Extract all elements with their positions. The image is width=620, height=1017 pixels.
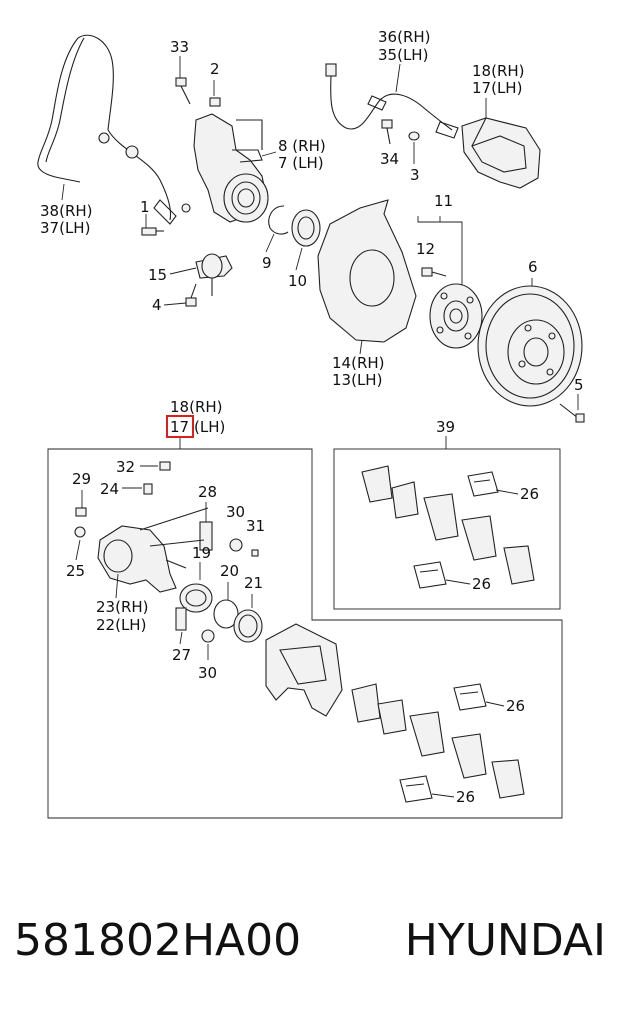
wheel-hub-11 — [429, 283, 483, 349]
callout-32: 32 — [116, 458, 135, 476]
nut-2 — [209, 97, 221, 107]
washer-3 — [408, 131, 420, 141]
callout-8: 8 (RH) — [278, 137, 326, 155]
callout-15: 15 — [148, 266, 167, 284]
callout-26-b: 26 — [472, 575, 491, 593]
callout-39: 39 — [436, 418, 455, 436]
abs-sensor-wire — [37, 34, 191, 225]
callout-12: 12 — [416, 240, 435, 258]
callout-27: 27 — [172, 646, 191, 664]
callout-19: 19 — [192, 544, 211, 562]
part-caption: 581802HA00 HYUNDAI — [0, 900, 620, 980]
callout-17-top: 17(LH) — [472, 79, 522, 97]
anti-rattle-clip-3 — [453, 683, 487, 711]
callout-25: 25 — [66, 562, 85, 580]
pad-kit-box — [333, 448, 561, 610]
bolt-1 — [141, 214, 164, 236]
callout-18-top: 18(RH) — [472, 62, 525, 80]
boot-30-b — [201, 629, 215, 643]
bleeder-24 — [143, 483, 153, 495]
caliper-bracket — [265, 623, 343, 717]
bolt-34 — [381, 119, 393, 145]
brake-disc-6 — [477, 285, 583, 407]
bolt-4 — [185, 283, 197, 307]
parts-diagram: 38(RH) 37(LH) 1 33 2 8 (RH) 7 (LH) 9 10 — [37, 28, 585, 819]
bushing-25 — [74, 526, 86, 538]
callout-20: 20 — [220, 562, 239, 580]
callout-23: 23(RH) — [96, 598, 149, 616]
callout-10: 10 — [288, 272, 307, 290]
callout-4: 4 — [152, 296, 162, 314]
anti-rattle-clip-lower — [413, 561, 447, 589]
wheel-bearing-10 — [291, 209, 321, 247]
callout-26-d: 26 — [456, 788, 475, 806]
callout-35: 35(LH) — [378, 46, 428, 64]
guide-pin-27 — [175, 607, 187, 631]
callout-14: 14(RH) — [332, 354, 385, 372]
callout-26-a: 26 — [520, 485, 539, 503]
boot-21 — [233, 609, 263, 643]
brake-caliper-top — [461, 117, 541, 189]
screw-5 — [559, 403, 585, 423]
guide-pin-28 — [199, 521, 213, 551]
bolt-33 — [175, 77, 191, 105]
cap-31 — [251, 549, 259, 557]
callout-36: 36(RH) — [378, 28, 431, 46]
callout-33: 33 — [170, 38, 189, 56]
callout-6: 6 — [528, 258, 538, 276]
callout-17-lh: (LH) — [194, 418, 225, 436]
callout-1: 1 — [140, 198, 150, 216]
callout-22: 22(LH) — [96, 616, 146, 634]
callout-9: 9 — [262, 254, 272, 272]
callout-13: 13(LH) — [332, 371, 382, 389]
ball-joint-15 — [195, 253, 233, 296]
callout-18: 18(RH) — [170, 398, 223, 416]
callout-2: 2 — [210, 60, 220, 78]
callout-30-b: 30 — [198, 664, 217, 682]
callout-17: 17 — [170, 418, 189, 436]
snap-ring-9 — [268, 205, 289, 235]
callout-11: 11 — [434, 192, 453, 210]
callout-34: 34 — [380, 150, 399, 168]
callout-3: 3 — [410, 166, 420, 184]
callout-24: 24 — [100, 480, 119, 498]
dust-cover — [317, 199, 417, 343]
callout-29: 29 — [72, 470, 91, 488]
piston-19 — [179, 583, 213, 613]
cap-32 — [159, 461, 171, 471]
bolt-29 — [75, 507, 87, 517]
brake-hose — [325, 63, 459, 139]
highlight-box-17 — [166, 415, 194, 438]
anti-rattle-clip-upper — [467, 471, 499, 497]
pad-shims-box — [361, 465, 535, 585]
pad-shims-lower — [351, 683, 525, 799]
hub-bolt-12 — [421, 267, 447, 277]
steering-knuckle — [193, 113, 269, 223]
boot-30-a — [229, 538, 243, 552]
callout-21: 21 — [244, 574, 263, 592]
callout-28: 28 — [198, 483, 217, 501]
anti-rattle-clip-4 — [399, 775, 433, 803]
callout-7: 7 (LH) — [278, 154, 324, 172]
callout-31: 31 — [246, 517, 265, 535]
callout-38: 38(RH) — [40, 202, 93, 220]
part-number: 581802HA00 — [14, 914, 302, 966]
callout-30-a: 30 — [226, 503, 245, 521]
callout-5: 5 — [574, 376, 584, 394]
brand-name: HYUNDAI — [404, 914, 606, 966]
callout-26-c: 26 — [506, 697, 525, 715]
callout-37: 37(LH) — [40, 219, 90, 237]
caliper-kit-frame — [47, 448, 563, 819]
